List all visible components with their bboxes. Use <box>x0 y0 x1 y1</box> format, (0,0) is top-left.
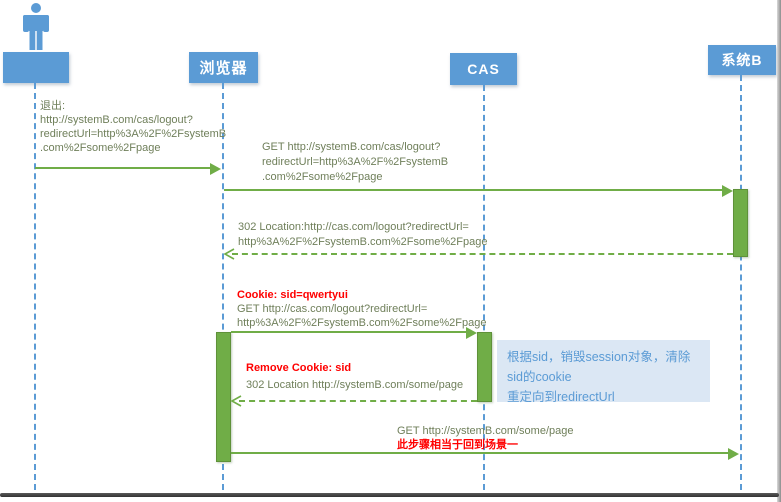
note-line: 根据sid，销毁session对象，清除 <box>507 350 691 364</box>
arrowhead-m1 <box>210 163 221 175</box>
person-icon <box>23 3 49 50</box>
arrowhead-m2 <box>722 185 733 197</box>
message-arrow-m1 <box>35 167 211 169</box>
message-arrow-m2 <box>224 189 723 191</box>
message-text-m1: 退出: http://systemB.com/cas/logout? redir… <box>40 99 226 155</box>
note-cas-logout: 根据sid，销毁session对象，清除 sid的cookie 重定向到redi… <box>497 340 710 404</box>
message-line: GET http://systemB.com/some/page <box>397 425 574 437</box>
lifeline-user <box>34 83 36 490</box>
message-line: http%3A%2F%2FsystemB.com%2Fsome%2Fpage <box>237 317 487 329</box>
arrowhead-m6 <box>728 448 739 460</box>
message-highlight: Cookie: sid=qwertyui <box>237 289 348 301</box>
message-arrow-m4 <box>231 331 468 333</box>
message-line: 302 Location:http://cas.com/logout?redir… <box>238 221 469 233</box>
message-line: .com%2Fsome%2Fpage <box>40 142 161 154</box>
message-line: 302 Location http://systemB.com/some/pag… <box>246 379 464 391</box>
arrowhead-m4 <box>466 327 477 339</box>
lifeline-cas <box>483 85 485 490</box>
activation-bar-cas <box>477 332 492 402</box>
participant-box-systemB: 系统B <box>708 45 776 75</box>
window-edge-bottom <box>0 493 779 497</box>
message-line: .com%2Fsome%2Fpage <box>262 171 383 183</box>
message-line: redirectUrl=http%3A%2F%2FsystemB <box>40 128 227 140</box>
lifeline-systemB <box>740 75 742 490</box>
note-line: 重定向到redirectUrl <box>507 390 615 404</box>
participant-label-systemB: 系统B <box>721 52 763 68</box>
window-edge-right <box>777 0 781 502</box>
participant-box-browser: 浏览器 <box>189 52 258 83</box>
message-text-m4: Cookie: sid=qwertyui GET http://cas.com/… <box>237 288 486 330</box>
message-text-m5: Remove Cookie: sid 302 Location http://s… <box>246 360 463 394</box>
message-line: GET http://systemB.com/cas/logout? <box>262 141 441 153</box>
message-arrow-m5 <box>239 400 477 402</box>
message-text-m6: GET http://systemB.com/some/page 此步骤相当于回… <box>397 424 573 452</box>
message-annotation: 此步骤相当于回到场景一 <box>397 439 518 451</box>
message-arrow-m6 <box>231 452 729 454</box>
message-line: http://systemB.com/cas/logout? <box>40 114 193 126</box>
lifeline-browser <box>222 83 224 490</box>
activation-bar-browser <box>216 332 231 462</box>
note-line: sid的cookie <box>507 370 572 384</box>
participant-label-cas: CAS <box>467 61 500 77</box>
arrowhead-open-m3 <box>223 248 235 260</box>
participant-box-cas: CAS <box>450 53 517 85</box>
arrowhead-open-m5 <box>230 395 242 407</box>
message-highlight: Remove Cookie: sid <box>246 362 352 374</box>
participant-box-user <box>3 52 69 83</box>
message-line: redirectUrl=http%3A%2F%2FsystemB <box>262 156 449 168</box>
activation-bar-systemB <box>733 189 748 257</box>
participant-label-browser: 浏览器 <box>199 60 248 77</box>
message-line: http%3A%2F%2FsystemB.com%2Fsome%2Fpage <box>238 236 488 248</box>
message-line: GET http://cas.com/logout?redirectUrl= <box>237 303 428 315</box>
message-text-m3: 302 Location:http://cas.com/logout?redir… <box>238 220 487 250</box>
message-arrow-m3 <box>232 253 733 255</box>
message-line: 退出: <box>40 100 66 112</box>
message-text-m2: GET http://systemB.com/cas/logout? redir… <box>262 140 448 185</box>
